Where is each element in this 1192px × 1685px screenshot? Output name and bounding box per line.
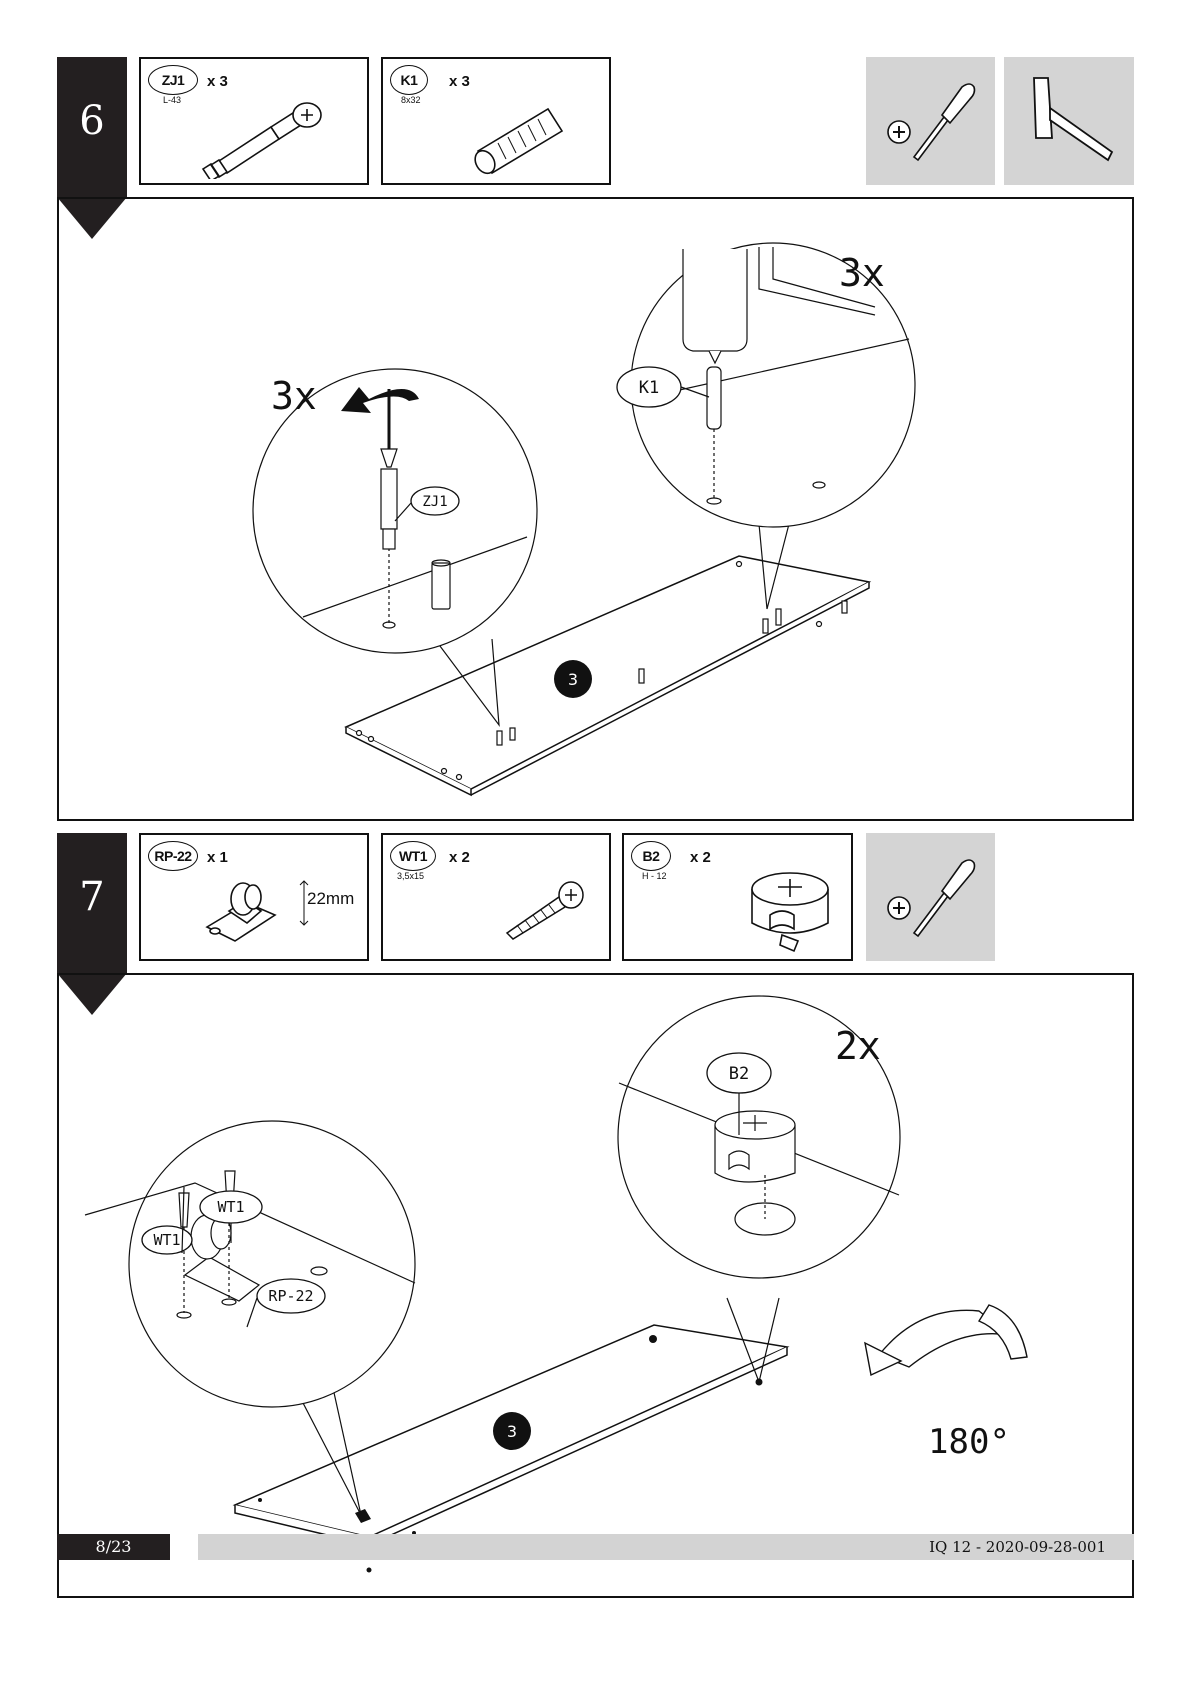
cam-bolt-icon <box>201 89 351 179</box>
part-box-rp22: RP-22 x 1 22mm <box>139 833 369 961</box>
part-quantity: x 3 <box>449 73 470 90</box>
part-quantity: x 3 <box>207 73 228 90</box>
part-quantity: x 2 <box>690 849 711 866</box>
rotate-180-icon <box>865 1305 1027 1375</box>
part-code: RP-22 <box>148 841 198 871</box>
part-box-wt1: WT1 x 2 3,5x15 <box>381 833 611 961</box>
part-quantity: x 2 <box>449 849 470 866</box>
callout-label-wt1: WT1 <box>217 1198 244 1216</box>
step-7-illustration: 3 WT1 WT1 RP-22 <box>59 975 1132 1596</box>
part-size: 8x32 <box>401 95 421 105</box>
panel-number: 3 <box>507 1422 517 1441</box>
cam-lock-icon <box>742 859 842 959</box>
part-box-zj1: ZJ1 x 3 L-43 <box>139 57 369 185</box>
step-6-badge: 6 <box>57 57 127 197</box>
part-code: K1 <box>390 65 428 95</box>
phillips-screwdriver-icon <box>884 853 984 943</box>
callout-label-zj1: ZJ1 <box>422 494 447 510</box>
callout-label-rp22: RP-22 <box>268 1287 313 1305</box>
castor-wheel-icon <box>201 871 301 951</box>
dimension-arrow <box>299 879 309 929</box>
rotation-label: 180° <box>928 1422 1010 1462</box>
part-size: 3,5x15 <box>397 871 424 881</box>
part-code: WT1 <box>390 841 436 871</box>
tool-box-screwdriver <box>866 57 995 185</box>
part-size: H - 12 <box>642 871 667 881</box>
part-box-k1: K1 x 3 8x32 <box>381 57 611 185</box>
callout-label-b2: B2 <box>729 1064 749 1084</box>
step-7-badge: 7 <box>57 833 127 973</box>
screw-icon <box>503 875 593 945</box>
step-number: 7 <box>57 873 127 921</box>
count-label: 3x <box>271 374 317 418</box>
panel-number: 3 <box>568 670 578 689</box>
hammer-icon <box>1022 72 1122 172</box>
dimension-label: 22mm <box>307 889 354 909</box>
footer-bar: IQ 12 - 2020-09-28-001 <box>198 1534 1134 1560</box>
part-size: L-43 <box>163 95 181 105</box>
callout-label-wt1: WT1 <box>153 1231 180 1249</box>
step-6-illustration: 3 3x ZJ1 <box>59 199 1132 819</box>
wooden-dowel-icon <box>468 89 578 179</box>
part-code: B2 <box>631 841 671 871</box>
phillips-screwdriver-icon <box>884 77 984 167</box>
step-number: 6 <box>57 97 127 145</box>
document-code: IQ 12 - 2020-09-28-001 <box>929 1534 1106 1560</box>
part-box-b2: B2 x 2 H - 12 <box>622 833 853 961</box>
tool-box-hammer <box>1004 57 1134 185</box>
count-label: 2x <box>835 1024 881 1068</box>
tool-box-screwdriver <box>866 833 995 961</box>
page-number: 8/23 <box>57 1534 170 1560</box>
callout-label-k1: K1 <box>639 378 659 398</box>
step-6-illustration-frame: 3 3x ZJ1 <box>57 197 1134 821</box>
part-code: ZJ1 <box>148 65 198 95</box>
count-label: 3x <box>839 251 885 295</box>
step-7-illustration-frame: 3 WT1 WT1 RP-22 <box>57 973 1134 1598</box>
part-quantity: x 1 <box>207 849 228 866</box>
